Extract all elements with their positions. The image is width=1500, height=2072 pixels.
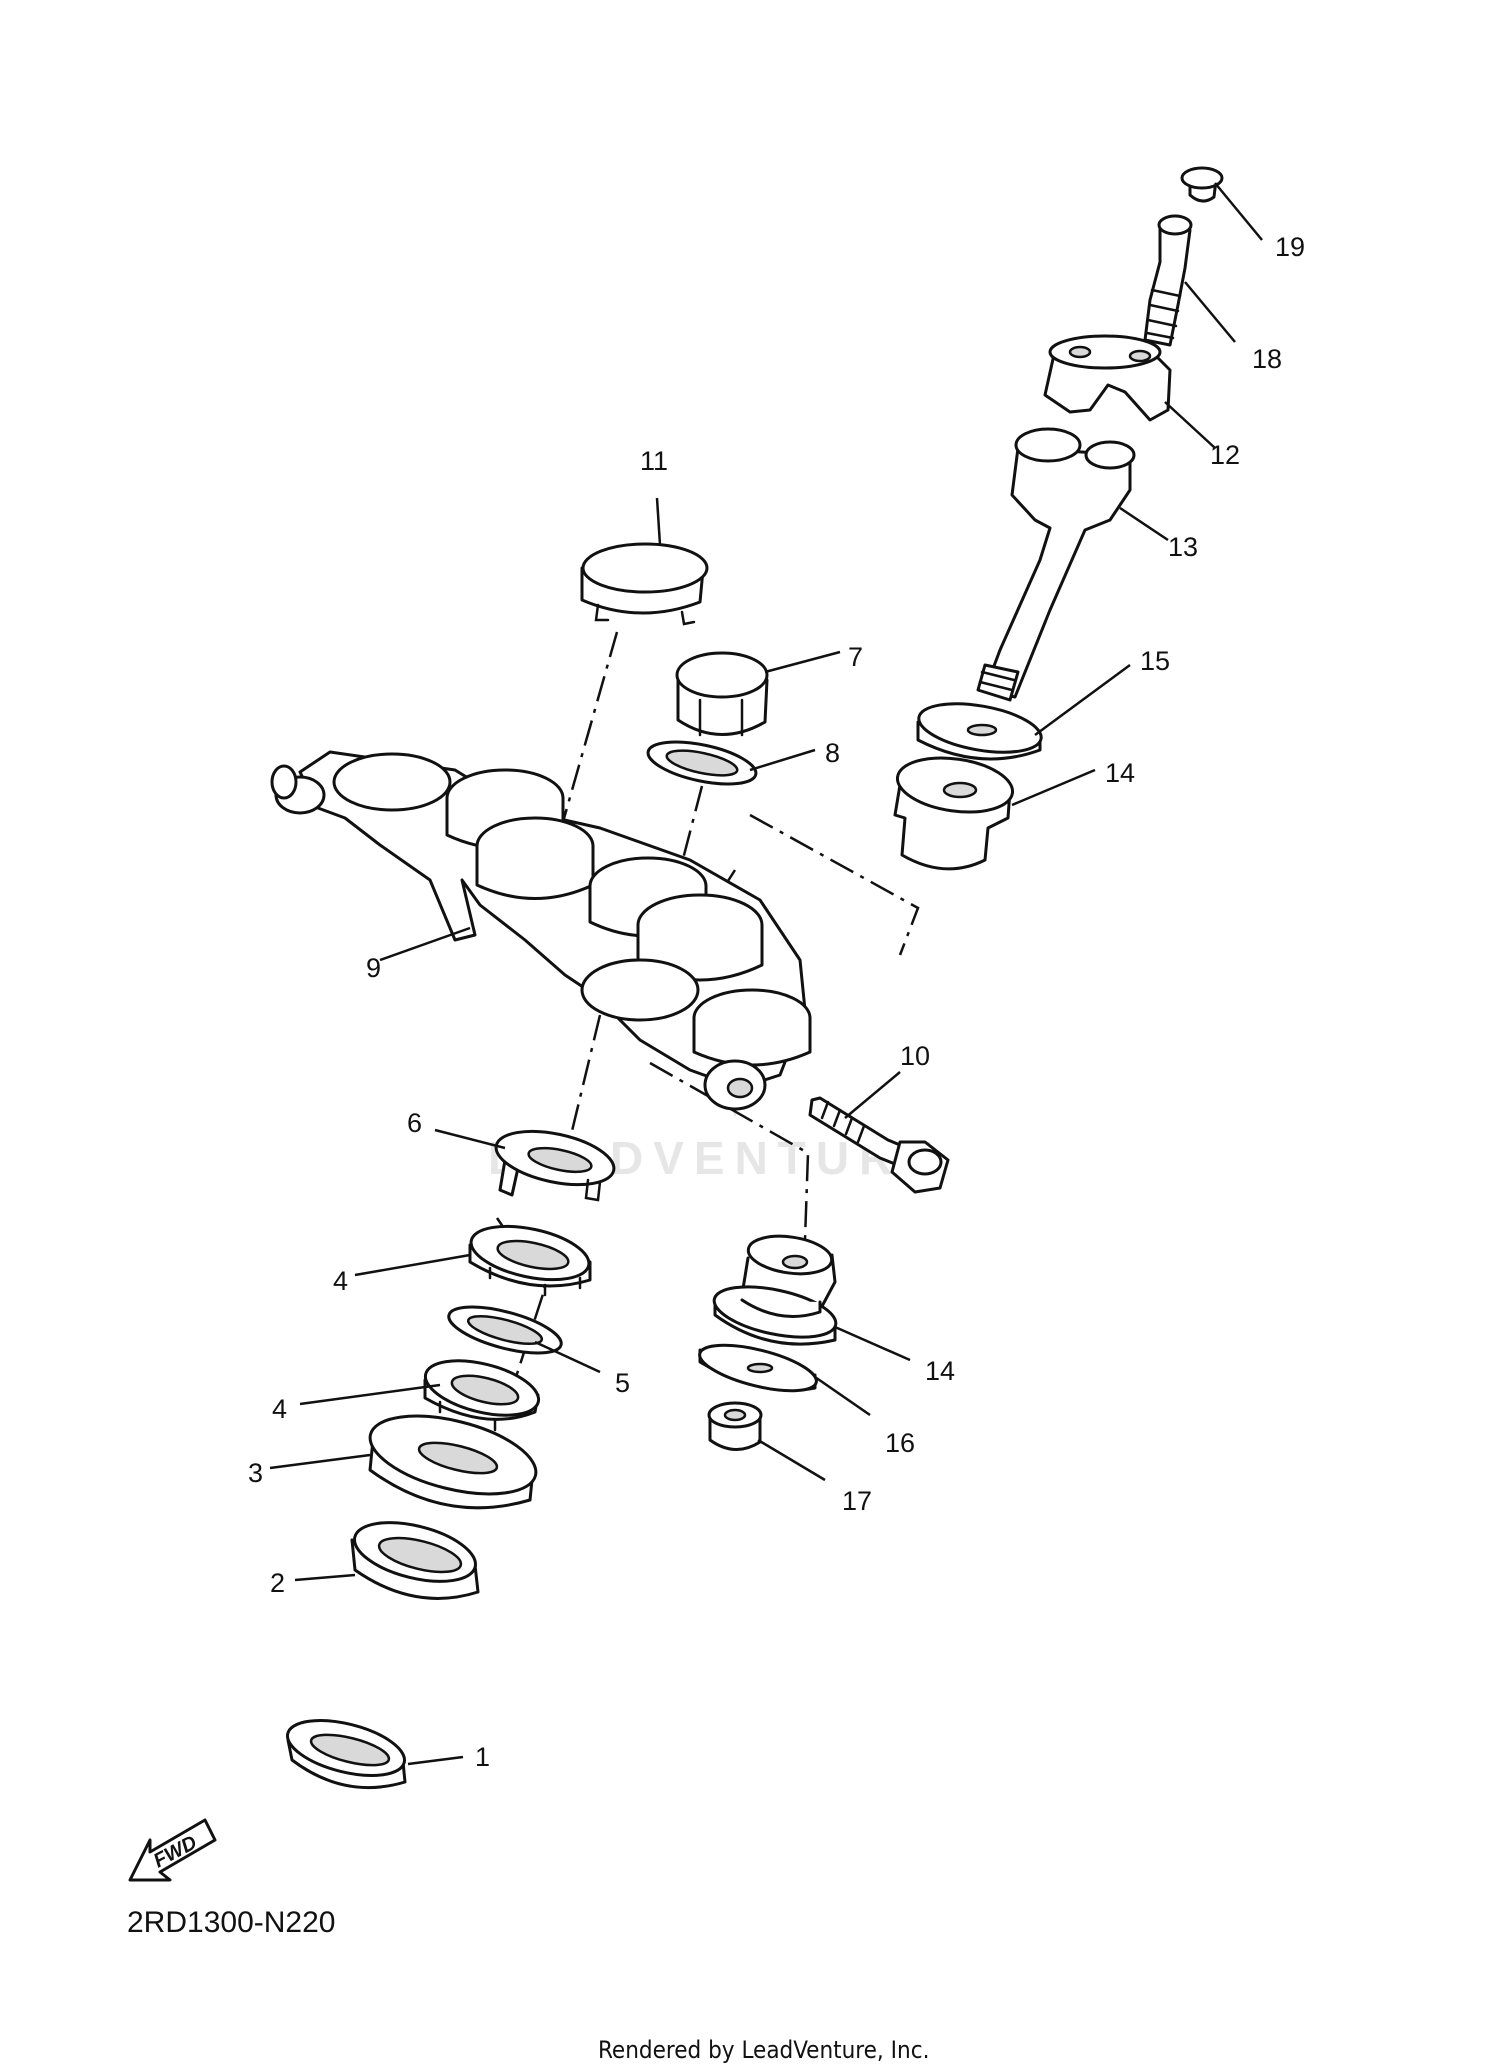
- lock-washer-part-6[interactable]: [491, 1122, 618, 1202]
- leader-lines: [269, 182, 1263, 1766]
- screw-part-19[interactable]: [1180, 166, 1224, 203]
- bolt-part-18[interactable]: [1143, 214, 1193, 347]
- race-part-1[interactable]: [282, 1710, 410, 1790]
- callout-4-lower: 4: [272, 1394, 287, 1424]
- triple-clamp-part-9[interactable]: [270, 750, 812, 1111]
- callout-6: 6: [407, 1108, 422, 1138]
- callout-15: 15: [1140, 646, 1170, 676]
- cap-part-11[interactable]: [580, 542, 709, 626]
- callout-2: 2: [270, 1568, 285, 1598]
- callout-14-upper: 14: [1105, 758, 1135, 788]
- fwd-arrow-icon: FWD: [128, 1818, 217, 1882]
- callout-3: 3: [248, 1458, 263, 1488]
- ring-nut-part-4-lower[interactable]: [420, 1351, 544, 1432]
- washer-part-8[interactable]: [644, 734, 759, 792]
- ring-nut-part-4-upper[interactable]: [466, 1217, 593, 1297]
- bolt-part-10[interactable]: [808, 1096, 950, 1194]
- callout-13: 13: [1168, 532, 1198, 562]
- callout-5: 5: [615, 1368, 630, 1398]
- callout-8: 8: [825, 738, 840, 768]
- callout-10: 10: [900, 1041, 930, 1071]
- washer-part-5[interactable]: [444, 1298, 565, 1363]
- callout-19: 19: [1275, 232, 1305, 262]
- upper-holder-part-12[interactable]: [1043, 334, 1172, 422]
- seal-part-3[interactable]: [362, 1401, 543, 1510]
- nut-part-17[interactable]: [707, 1401, 763, 1451]
- callout-12: 12: [1210, 440, 1240, 470]
- callout-4-upper: 4: [333, 1266, 348, 1296]
- lower-holder-part-13[interactable]: [976, 427, 1136, 702]
- callout-18: 18: [1252, 344, 1282, 374]
- footer-credit: Rendered by LeadVenture, Inc.: [598, 2036, 929, 2064]
- bush-part-14-upper[interactable]: [893, 751, 1016, 871]
- callout-14-lower: 14: [925, 1356, 955, 1386]
- diagram-code: 2RD1300-N220: [127, 1906, 335, 1939]
- callout-7: 7: [848, 642, 863, 672]
- washer-part-15[interactable]: [915, 696, 1045, 761]
- callout-labels: 1 2 3 4 4 5 6 7 8 9 10 11 12 13 15 14 14…: [248, 232, 1305, 1772]
- nut-part-7[interactable]: [675, 651, 769, 737]
- washer-part-16[interactable]: [695, 1336, 820, 1400]
- callout-11: 11: [640, 446, 668, 476]
- bearing-part-2[interactable]: [349, 1512, 482, 1600]
- callout-16: 16: [885, 1428, 915, 1458]
- callout-9: 9: [366, 953, 381, 983]
- bush-part-14-lower[interactable]: [710, 1231, 840, 1346]
- callout-1: 1: [475, 1742, 490, 1772]
- callout-17: 17: [842, 1486, 872, 1516]
